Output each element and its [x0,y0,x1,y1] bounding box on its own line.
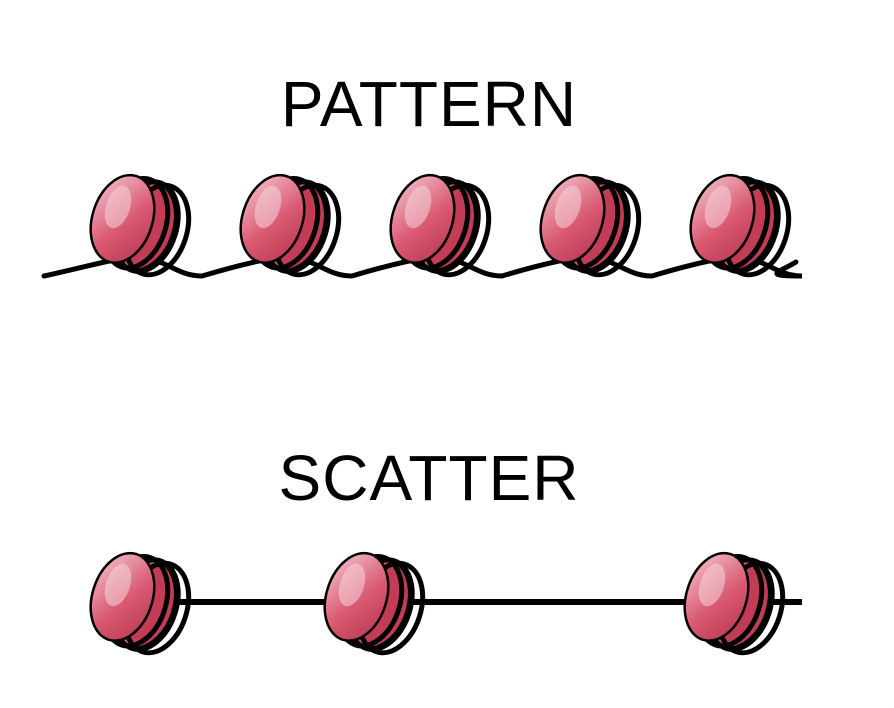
pattern-nucleosome [689,173,792,278]
pattern-title: PATTERN [280,68,578,140]
pattern-nucleosome [539,173,642,278]
scatter-nucleosome [323,551,426,656]
pattern-nucleosome [239,173,342,278]
scatter-row [89,551,802,656]
scatter-title: SCATTER [278,442,580,514]
pattern-nucleosome [389,173,492,278]
pattern-row [41,173,803,279]
scatter-nucleosome [89,551,192,656]
pattern-nucleosome [89,173,192,278]
scatter-nucleosome [683,551,786,656]
